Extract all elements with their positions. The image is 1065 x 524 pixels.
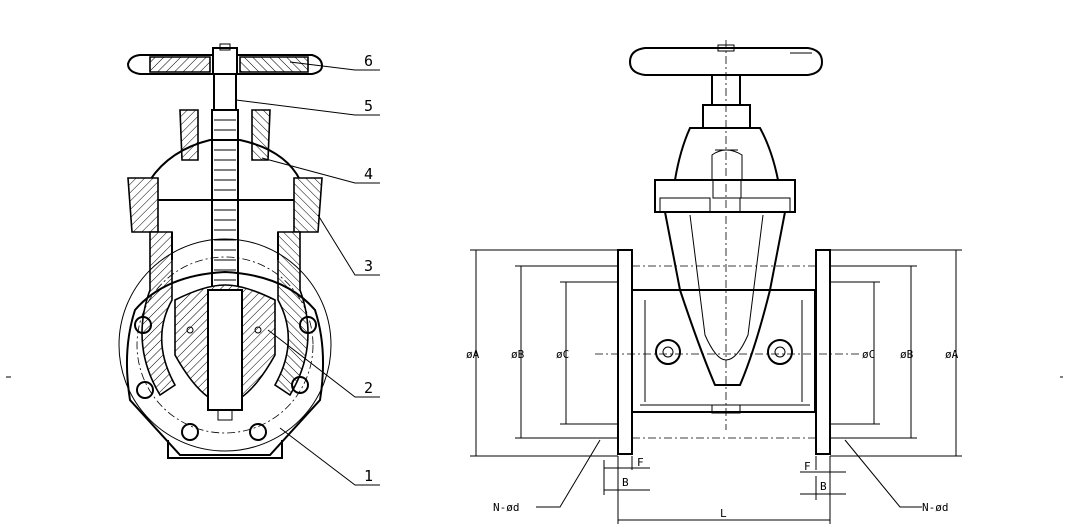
part-number-6: 6 [364,52,373,70]
dim-label-right-b: øB [900,348,914,361]
part-leaders [235,61,380,486]
bolt-holes-label-right: N-ød [922,501,949,514]
bolt-leader-right [844,439,922,508]
section-stem [211,73,239,301]
dim-label-left-c: øC [556,348,569,361]
dim-label-right-a: øA [945,348,959,361]
part-number-3: 3 [364,257,373,275]
dims-flange-right [800,456,846,500]
dim-label-left-b: øB [511,348,525,361]
flange-thickness-label-left: F [637,456,644,469]
front-view: øA øB øC øC øB øA F B F B N-ød N-ød L [466,40,962,524]
bolt-leader-left [536,439,601,508]
bolt-dim-label-left: B [622,476,629,489]
section-bonnet [127,109,323,233]
section-wedge [174,284,276,421]
dims-right [830,249,962,457]
front-body [631,211,816,414]
front-bonnet [654,104,796,213]
part-number-5: 5 [364,97,373,115]
section-bolt-holes [134,316,317,441]
part-number-4: 4 [364,165,373,183]
part-number-1: 1 [364,467,373,485]
dim-label-right-c: øC [862,348,875,361]
dims-flange-left [603,456,650,495]
dim-label-left-a: øA [466,348,480,361]
section-handwheel [126,43,324,75]
front-centerlines [595,40,860,439]
part-number-2: 2 [364,379,373,397]
dims-length [617,495,831,524]
bolt-dim-label-right: B [820,480,827,493]
length-label: L [720,507,727,520]
bolt-holes-label-left: N-ød [493,501,520,514]
flange-thickness-label-right: F [804,460,811,473]
section-body [118,231,332,459]
dims-left [470,249,618,457]
front-flanges [617,249,831,455]
section-view: 6 5 4 3 2 1 [118,43,380,486]
